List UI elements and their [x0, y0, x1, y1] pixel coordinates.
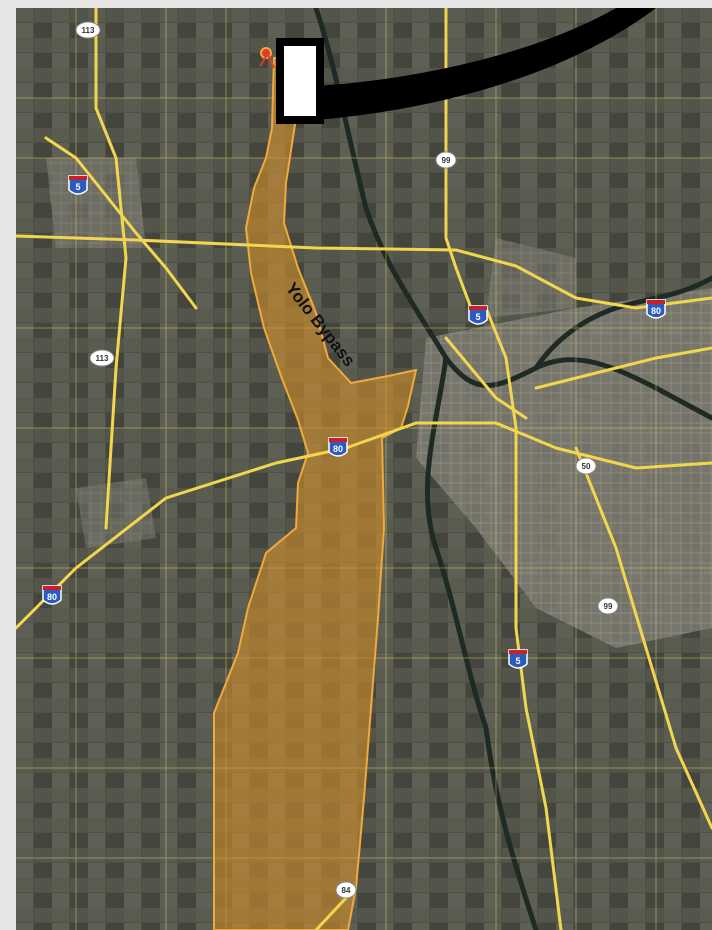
shield-label: 80	[47, 592, 57, 602]
interstate-shield-80: 80	[328, 437, 348, 457]
callout-bubble	[276, 8, 656, 124]
shield-label: 5	[475, 312, 480, 322]
rivers	[313, 8, 712, 930]
state-route-shield-84: 84	[335, 881, 357, 899]
state-route-shield-113: 113	[89, 349, 115, 367]
shield-label: 5	[75, 182, 80, 192]
interstate-shield-5: 5	[508, 649, 528, 669]
interstate-shield-5: 5	[68, 175, 88, 195]
shield-label: 5	[515, 656, 520, 666]
shield-label: 84	[342, 886, 351, 895]
shield-label: 50	[582, 462, 591, 471]
shield-label: 113	[96, 354, 109, 363]
state-route-shield-99: 99	[597, 597, 619, 615]
shield-label: 80	[651, 306, 661, 316]
route-shields: 113 113 99 99 84 50 5 5 5 80 80 80	[42, 21, 666, 899]
state-route-shield-99: 99	[435, 151, 457, 169]
shield-label: 113	[82, 26, 95, 35]
us-route-shield-50: 50	[575, 457, 597, 475]
location-marker[interactable]	[259, 47, 275, 69]
corner-text: 3	[18, 914, 25, 926]
highways	[16, 8, 712, 930]
interstate-shield-80: 80	[646, 299, 666, 319]
state-route-shield-113: 113	[75, 21, 101, 39]
shield-label: 99	[442, 156, 451, 165]
interstate-shield-80: 80	[42, 585, 62, 605]
shield-label: 99	[604, 602, 613, 611]
interstate-shield-5: 5	[468, 305, 488, 325]
shield-label: 80	[333, 444, 343, 454]
